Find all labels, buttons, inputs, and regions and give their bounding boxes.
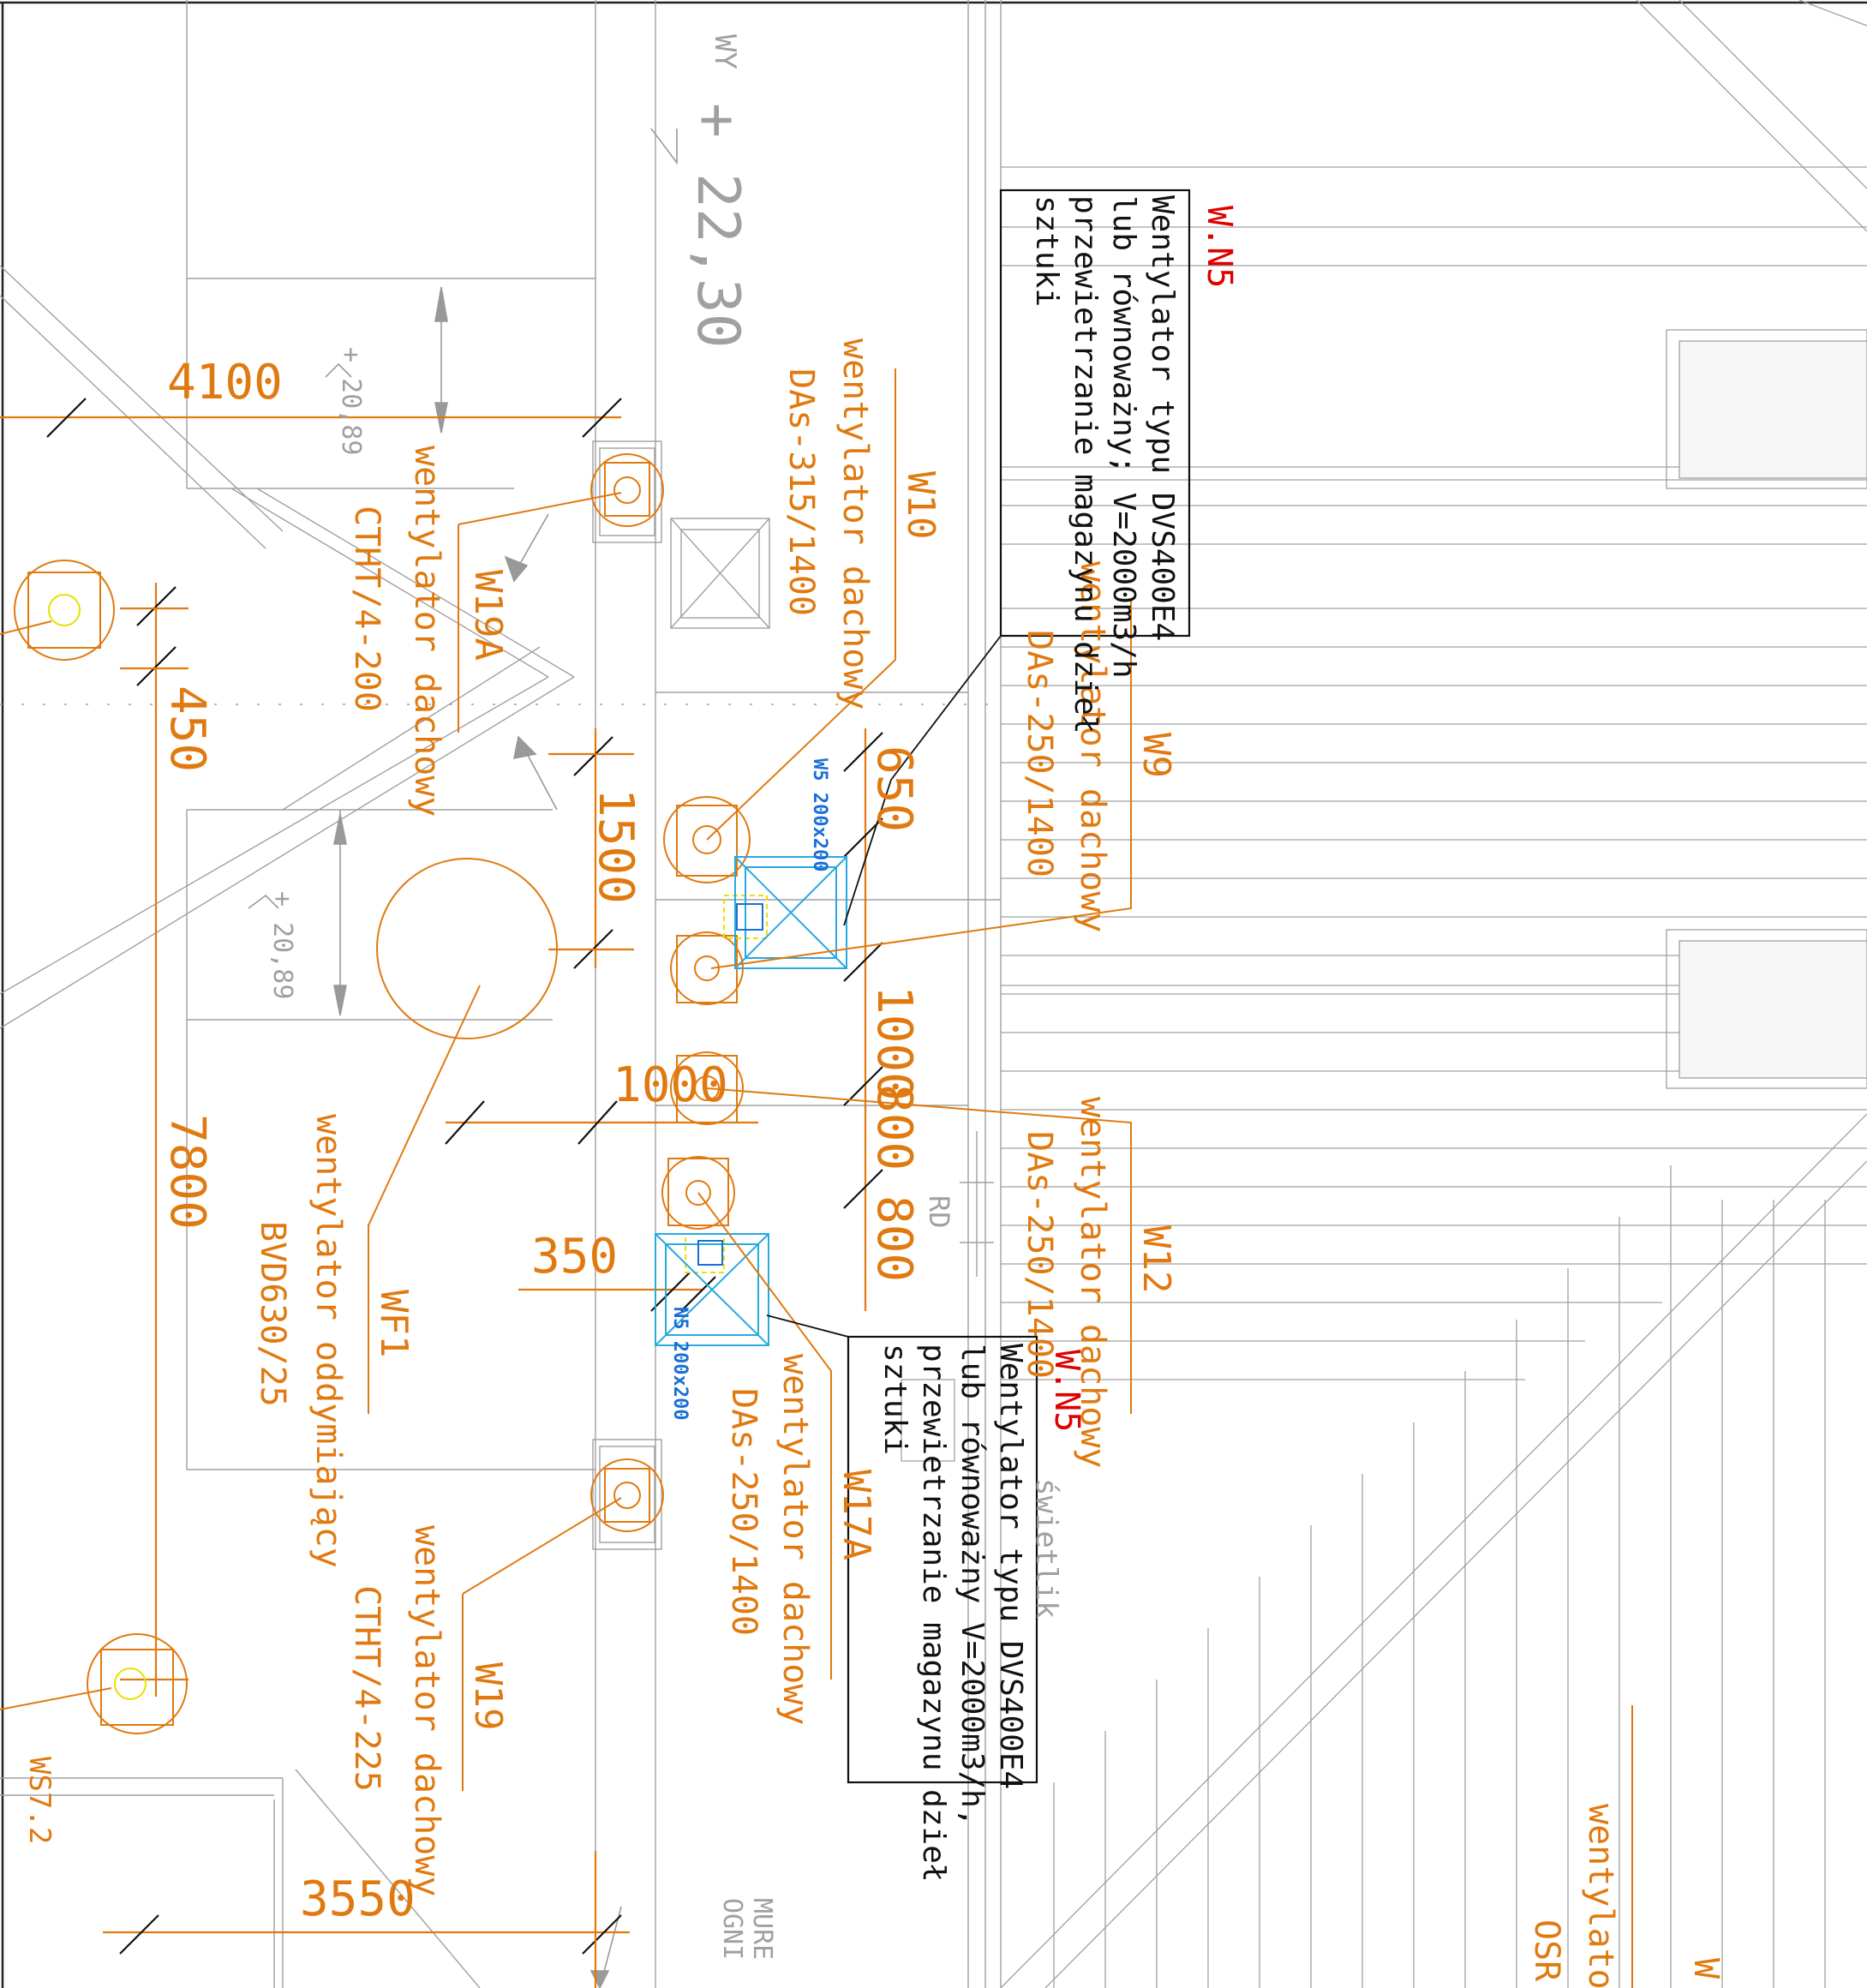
label-w9: W9 wentylator dachowy DAs-250/1400 (1020, 561, 1178, 932)
callout-box-bottom (847, 1335, 1038, 1784)
svg-text:OSR: OSR (1527, 1919, 1566, 1982)
fan-w19[interactable] (590, 1458, 664, 1532)
svg-text:wentylator dachowy: wentylator dachowy (835, 338, 875, 710)
dim-1500: 1500 (588, 788, 643, 904)
ws-fragment: WS7.2 (22, 1757, 57, 1844)
fan-symbols (14, 453, 751, 1734)
rd-label: RD (923, 1195, 955, 1229)
svg-text:DAs-315/1400: DAs-315/1400 (781, 368, 821, 616)
label-w10: W10 wentylator dachowy DAs-315/1400 (781, 338, 942, 710)
duct-w5-label: W5 200x200 (809, 758, 830, 871)
label-w17a: W17A wentylator dachowy DAs-250/1400 (724, 1354, 878, 1725)
svg-text:przewietrzanie magazynu dzieł: przewietrzanie magazynu dzieł (916, 1344, 951, 1883)
callout-box-top (999, 189, 1191, 638)
svg-text:DAs-250/1400: DAs-250/1400 (724, 1388, 763, 1636)
callout-top-text: W.N5 Wentylator typu DVS400E4 lub równow… (1029, 195, 1239, 734)
svg-text:wentylator dachowy: wentylator dachowy (407, 446, 446, 817)
svg-text:wentylator oddymiający: wentylator oddymiający (308, 1114, 348, 1568)
dim-800b: 800 (866, 1195, 922, 1282)
svg-text:W10: W10 (899, 471, 942, 539)
dim-3550: 3550 (300, 1871, 416, 1927)
dim-800a: 800 (866, 1084, 922, 1171)
svg-text:W.N5: W.N5 (1200, 206, 1239, 288)
duct-n5-label: N5 200x200 (669, 1307, 691, 1420)
fan-w10[interactable] (663, 796, 751, 883)
svg-text:wentylator dachowy: wentylator dachowy (775, 1354, 815, 1725)
svg-text:Wentylator typu DVS400E4: Wentylator typu DVS400E4 (993, 1344, 1028, 1789)
fan-wf1[interactable] (376, 858, 558, 1039)
svg-text:W.N5: W.N5 (1047, 1350, 1086, 1432)
svg-text:sztuki: sztuki (1029, 195, 1064, 307)
wall-label-2: OGNI (717, 1898, 747, 1960)
svg-text:wentylator: wentylator (1581, 1804, 1620, 1988)
duct-n5[interactable] (655, 1233, 769, 1346)
svg-text:lub równoważny; V=2000m3/h: lub równoważny; V=2000m3/h (1106, 195, 1141, 679)
svg-text:W12: W12 (1134, 1225, 1178, 1293)
fan-w17a[interactable] (661, 1156, 735, 1230)
level-top-fragment: WY (708, 34, 742, 69)
level-mid1: + 20,89 (336, 347, 366, 455)
dim-4100: 4100 (167, 355, 283, 410)
svg-text:CTHT/4-200: CTHT/4-200 (347, 506, 386, 712)
svg-text:W9: W9 (1134, 733, 1178, 778)
svg-text:BVD630/25: BVD630/25 (253, 1221, 292, 1407)
duct-w5[interactable] (734, 856, 847, 969)
leader-lines (0, 368, 1633, 1988)
dim-1000a: 1000 (613, 1057, 728, 1113)
skylight-label: świetlik (1029, 1478, 1063, 1619)
fan-w19a[interactable] (590, 453, 664, 527)
dim-450: 450 (159, 686, 215, 772)
svg-text:wentylator dachowy: wentylator dachowy (1073, 1097, 1112, 1468)
svg-text:Wentylator typu DVS400E4: Wentylator typu DVS400E4 (1145, 195, 1180, 641)
svg-text:sztuki: sztuki (877, 1344, 913, 1455)
roof-structure (901, 0, 1867, 1988)
svg-text:przewietrzanie magazynu dzieł: przewietrzanie magazynu dzieł (1068, 195, 1103, 734)
svg-text:W19A: W19A (466, 570, 510, 661)
label-w19a: W19A wentylator dachowy CTHT/4-200 (347, 446, 510, 817)
callout-bottom-text: W.N5 Wentylator typu DVS400E4 lub równow… (877, 1344, 1086, 1883)
label-w19: W19 wentylator dachowy CTHT/4-225 (347, 1525, 510, 1896)
level-mid2: + 20,89 (267, 891, 297, 999)
fan-w12[interactable] (670, 1051, 744, 1125)
svg-text:DAs-250/1400: DAs-250/1400 (1020, 1131, 1059, 1379)
level-markers (248, 128, 678, 1988)
label-w12: W12 wentylator dachowy DAs-250/1400 (1020, 1097, 1178, 1468)
svg-text:wentylator dachowy: wentylator dachowy (1073, 561, 1112, 932)
label-edge-fan: wentylator OSR (1527, 1804, 1620, 1988)
svg-text:W19: W19 (466, 1662, 510, 1730)
dim-7800: 7800 (159, 1114, 215, 1230)
fan-left-bottom[interactable] (87, 1633, 188, 1734)
wall-label-1: MURE (747, 1898, 777, 1960)
fan-w9[interactable] (670, 931, 744, 1005)
label-wf1: WF1 wentylator oddymiający BVD630/25 (253, 1114, 416, 1568)
dim-1000b: 1000 (866, 985, 922, 1101)
w-fragment: W (1686, 1958, 1726, 1979)
dim-350: 350 (531, 1229, 618, 1284)
svg-text:DAs-250/1400: DAs-250/1400 (1020, 630, 1059, 877)
dim-650: 650 (866, 746, 922, 832)
svg-text:wentylator dachowy: wentylator dachowy (407, 1525, 446, 1896)
svg-text:W17A: W17A (835, 1470, 878, 1560)
svg-text:lub równoważny V=2000m3/h,: lub równoważny V=2000m3/h, (954, 1344, 990, 1827)
fan-left-top[interactable] (14, 560, 115, 661)
level-top: + 22,30 (684, 103, 751, 349)
svg-text:CTHT/4-225: CTHT/4-225 (347, 1585, 386, 1792)
svg-text:WF1: WF1 (372, 1290, 416, 1357)
